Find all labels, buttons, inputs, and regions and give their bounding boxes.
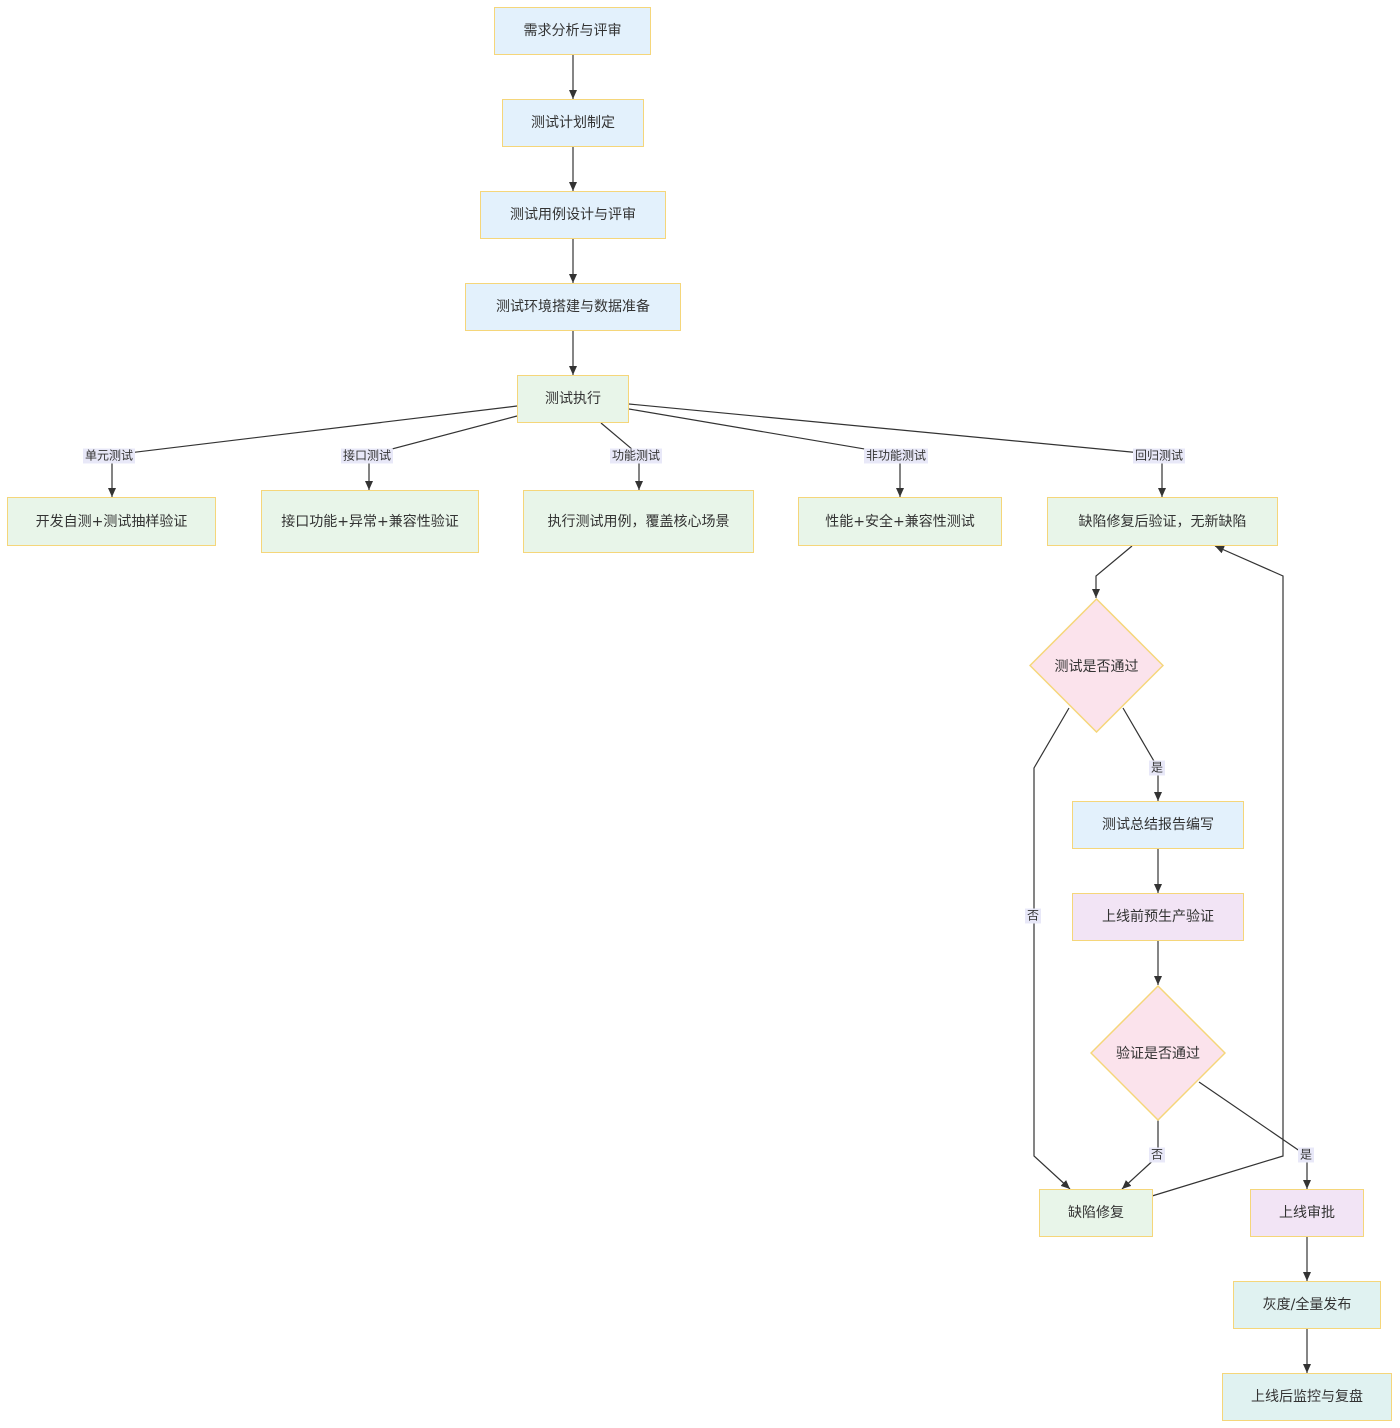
node-defect-fix: 缺陷修复 — [1039, 1189, 1153, 1237]
node-case-design: 测试用例设计与评审 — [480, 191, 666, 239]
decision-verify-pass: 验证是否通过 — [1090, 985, 1226, 1121]
decision-test-pass-label: 测试是否通过 — [1054, 658, 1139, 675]
edge-label-unit: 单元测试 — [82, 448, 136, 464]
node-nonfunc-target: 性能+安全+兼容性测试 — [798, 497, 1002, 546]
decision-verify-pass-label: 验证是否通过 — [1116, 1046, 1200, 1062]
node-test-exec: 测试执行 — [517, 375, 629, 423]
node-api-target: 接口功能+异常+兼容性验证 — [261, 490, 479, 553]
node-test-plan: 测试计划制定 — [502, 99, 644, 147]
edge-exec-to-nonfunc — [628, 408, 904, 497]
edge-label-verify-no: 否 — [1148, 1147, 1166, 1163]
edge-label-test-yes: 是 — [1148, 760, 1166, 776]
node-preprod-verify: 上线前预生产验证 — [1072, 893, 1244, 941]
node-req-analysis: 需求分析与评审 — [494, 7, 651, 55]
edge-label-nonfunc: 非功能测试 — [863, 448, 929, 464]
edge-label-api: 接口测试 — [340, 448, 394, 464]
node-regress-target: 缺陷修复后验证，无新缺陷 — [1047, 497, 1278, 546]
node-unit-target: 开发自测+测试抽样验证 — [7, 497, 216, 546]
edge-testpass-no — [1033, 707, 1071, 1190]
edge-label-verify-yes: 是 — [1297, 1147, 1315, 1163]
node-post-monitor: 上线后监控与复盘 — [1222, 1373, 1392, 1421]
node-gray-release: 灰度/全量发布 — [1233, 1281, 1381, 1329]
edge-label-test-no: 否 — [1024, 908, 1042, 924]
node-release-approval: 上线审批 — [1250, 1189, 1364, 1237]
node-summary-report: 测试总结报告编写 — [1072, 801, 1244, 849]
edge-label-func: 功能测试 — [609, 448, 663, 464]
edge-fix-to-regress — [1151, 545, 1284, 1197]
decision-test-pass: 测试是否通过 — [1029, 598, 1164, 733]
node-func-target: 执行测试用例，覆盖核心场景 — [523, 490, 754, 553]
node-env-setup: 测试环境搭建与数据准备 — [465, 283, 681, 331]
edge-regress-to-testpass — [1092, 545, 1133, 598]
edge-label-regress: 回归测试 — [1132, 448, 1186, 464]
edge-exec-to-unit — [108, 405, 518, 497]
